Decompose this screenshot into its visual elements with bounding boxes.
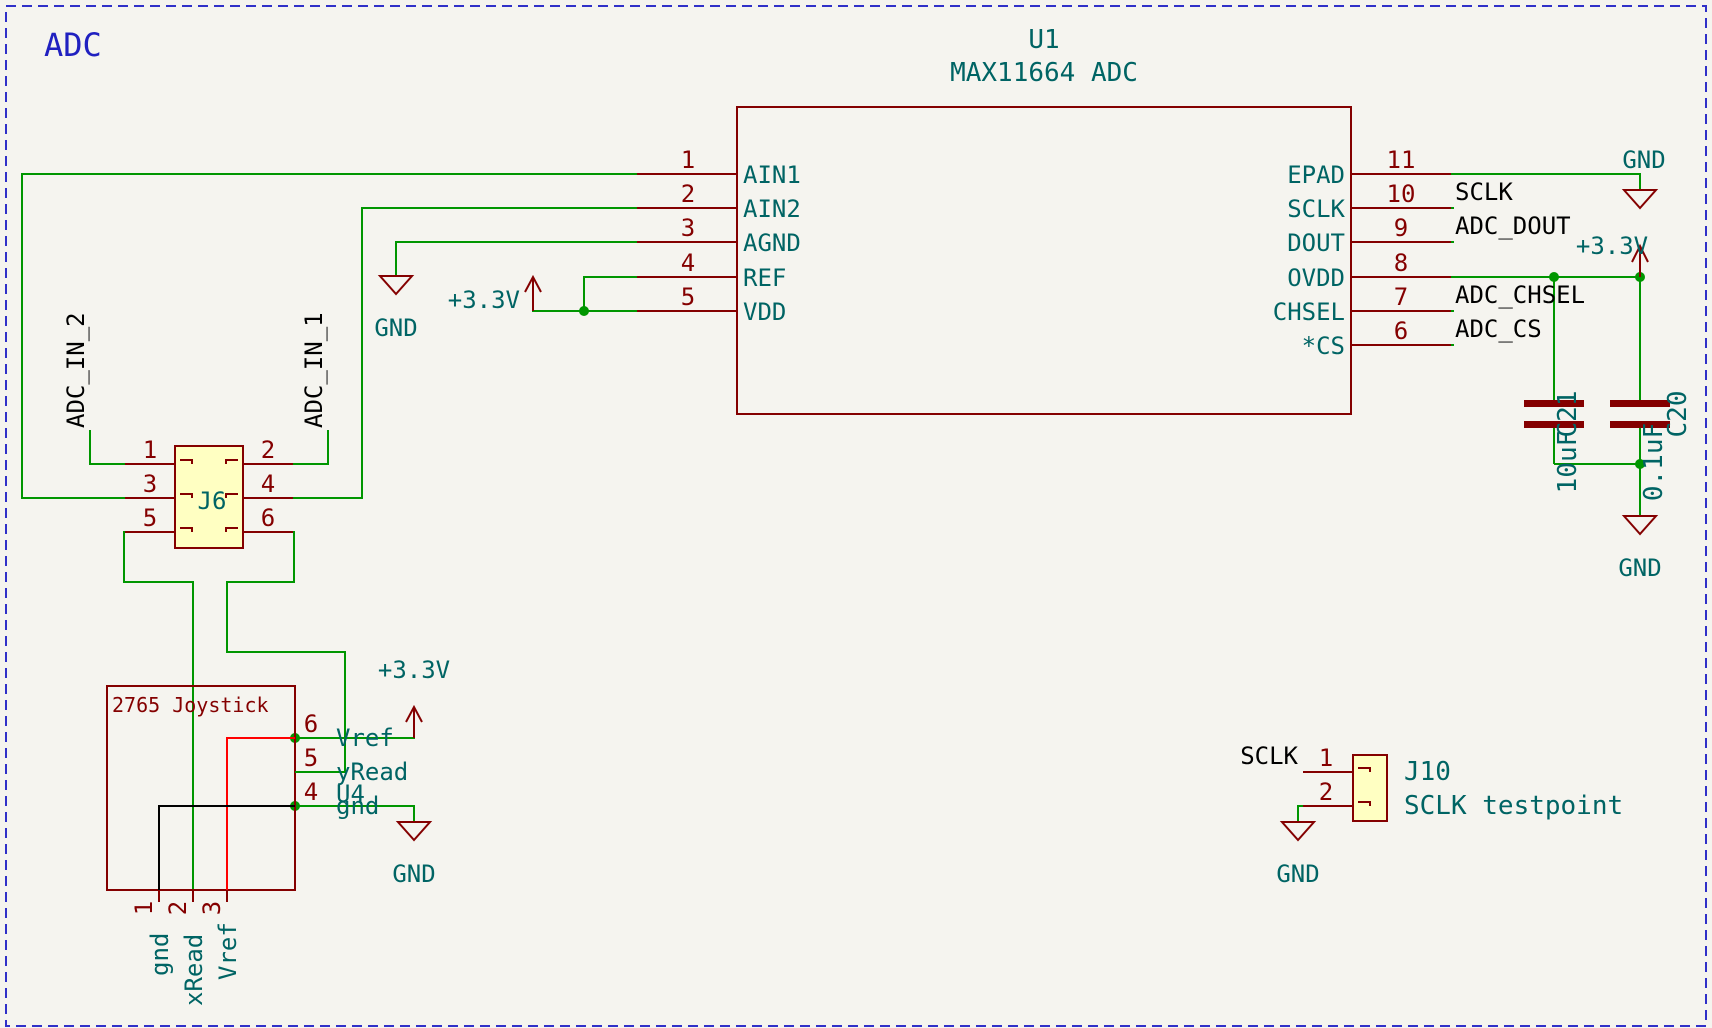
u1-right-pins (1351, 173, 1451, 346)
u1-pin-6-name: *CS (1302, 332, 1345, 360)
net-label-adc-in-2: ADC_IN_2 (62, 312, 90, 428)
v33-symbol-joystick: +3.3V (378, 656, 450, 738)
gnd-symbol-epad: GND (1621, 146, 1666, 210)
u1-pin-11-name: EPAD (1287, 161, 1345, 189)
capacitor-c21[interactable]: C21 10uF (1524, 391, 1584, 494)
u4-value: 2765 Joystick (112, 693, 269, 717)
gnd-label-caps: GND (1618, 554, 1661, 582)
u1-pin-4-name: REF (743, 264, 786, 292)
u1-pin-11-num: 11 (1387, 146, 1416, 174)
junctions (290, 272, 1645, 811)
joystick-u4[interactable]: 2765 Joystick U4 6 5 4 Vref yRead gnd 1 … (106, 685, 408, 1006)
u1-pin-2-name: AIN2 (743, 195, 801, 223)
j6-pin-5: 5 (143, 504, 157, 532)
v33-symbol-ovdd: +3.3V (1576, 232, 1649, 277)
u4-pin-2-name: xRead (180, 934, 208, 1006)
gnd-symbol-caps: GND (1618, 515, 1662, 582)
gnd-label-agnd: GND (374, 314, 417, 342)
u1-pin-7-num: 7 (1394, 283, 1408, 311)
gnd-symbol-joystick: GND (392, 821, 436, 888)
sheet-title: ADC (44, 26, 102, 64)
u1-pin-2-num: 2 (681, 180, 695, 208)
v33-symbol-ref: +3.3V (448, 274, 542, 314)
u4-red-wire (226, 737, 295, 902)
gnd-label-j10: GND (1276, 860, 1319, 888)
j10-ref: J10 (1404, 757, 1451, 787)
u1-pin-8-name: OVDD (1287, 264, 1345, 292)
u1-pin-3-num: 3 (681, 214, 695, 242)
u4-pin-5-name: yRead (336, 758, 408, 786)
u4-pin-5-num: 5 (304, 744, 318, 772)
j6-ref: J6 (198, 487, 227, 515)
c20-value: 0.1uF (1639, 423, 1669, 501)
u1-pin-6-num: 6 (1394, 317, 1408, 345)
v33-label-joystick: +3.3V (378, 656, 450, 684)
gnd-symbol-agnd: GND (374, 275, 418, 342)
u1-value: MAX11664 ADC (950, 58, 1138, 88)
capacitor-c20[interactable]: C20 0.1uF (1610, 391, 1693, 502)
net-label-adc-chsel: ADC_CHSEL (1455, 281, 1585, 309)
gnd-label-joystick: GND (392, 860, 435, 888)
v33-label-ref: +3.3V (448, 286, 520, 314)
u4-pin-6-name: Vref (336, 724, 394, 752)
connector-j10[interactable]: 1 2 SCLK J10 SCLK testpoint (1240, 742, 1623, 822)
net-label-adc-dout: ADC_DOUT (1455, 212, 1571, 240)
net-label-adc-cs: ADC_CS (1455, 315, 1542, 343)
u4-pin-3-num: 3 (198, 901, 226, 915)
net-label-j10-sclk: SCLK (1240, 742, 1298, 770)
gnd-symbol-j10: GND (1276, 821, 1320, 888)
u1-pin-10-num: 10 (1387, 180, 1416, 208)
u4-body (106, 685, 296, 891)
net-label-sclk: SCLK (1455, 178, 1513, 206)
u1-pin-5-name: VDD (743, 298, 786, 326)
wires (21, 173, 1641, 902)
gnd-label-epad: GND (1622, 146, 1665, 174)
sheet-border (5, 5, 1707, 1027)
j10-pin-2: 2 (1319, 778, 1333, 806)
j10-pin-1: 1 (1319, 744, 1333, 772)
u4-black-wire (158, 805, 295, 902)
u1-pin-1-num: 1 (681, 146, 695, 174)
u4-pin-1-num: 1 (130, 901, 158, 915)
u1-adc[interactable]: U1 MAX11664 ADC 1 2 3 4 5 AIN1 AIN2 AGND… (637, 25, 1451, 415)
v33-label-ovdd: +3.3V (1576, 232, 1648, 260)
u4-ref: U4 (336, 780, 365, 808)
u4-pin-4-num: 4 (304, 778, 318, 806)
u1-pin-1-name: AIN1 (743, 161, 801, 189)
j6-pin-3: 3 (143, 470, 157, 498)
u4-pin-6-num: 6 (304, 710, 318, 738)
u1-pin-10-name: SCLK (1287, 195, 1345, 223)
u1-pin-4-num: 4 (681, 249, 695, 277)
c21-value: 10uF (1553, 431, 1583, 494)
net-label-adc-in-1: ADC_IN_1 (300, 312, 328, 428)
j6-pin-6: 6 (261, 504, 275, 532)
j6-pin-1: 1 (143, 436, 157, 464)
connector-j6[interactable]: J6 1 2 3 4 5 6 ADC_IN_2 ADC_IN_1 (62, 312, 328, 549)
j6-pin-2: 2 (261, 436, 275, 464)
u1-pin-9-num: 9 (1394, 214, 1408, 242)
u1-body (736, 106, 1352, 415)
u1-pin-7-name: CHSEL (1273, 298, 1345, 326)
u1-pin-9-name: DOUT (1287, 229, 1345, 257)
u1-pin-5-num: 5 (681, 283, 695, 311)
u4-pin-2-num: 2 (164, 901, 192, 915)
u1-left-pins (637, 173, 737, 312)
c21-ref: C21 (1553, 391, 1583, 438)
u1-pin-8-num: 8 (1394, 249, 1408, 277)
j6-pin-4: 4 (261, 470, 275, 498)
j10-value: SCLK testpoint (1404, 791, 1623, 821)
u1-ref: U1 (1028, 25, 1059, 55)
u1-pin-3-name: AGND (743, 229, 801, 257)
u4-pin-1-name: gnd (146, 933, 174, 976)
j10-body (1352, 754, 1388, 822)
c20-ref: C20 (1663, 391, 1693, 438)
u4-pin-4-name: gnd (336, 792, 379, 820)
u4-pin-3-name: Vref (214, 922, 242, 980)
